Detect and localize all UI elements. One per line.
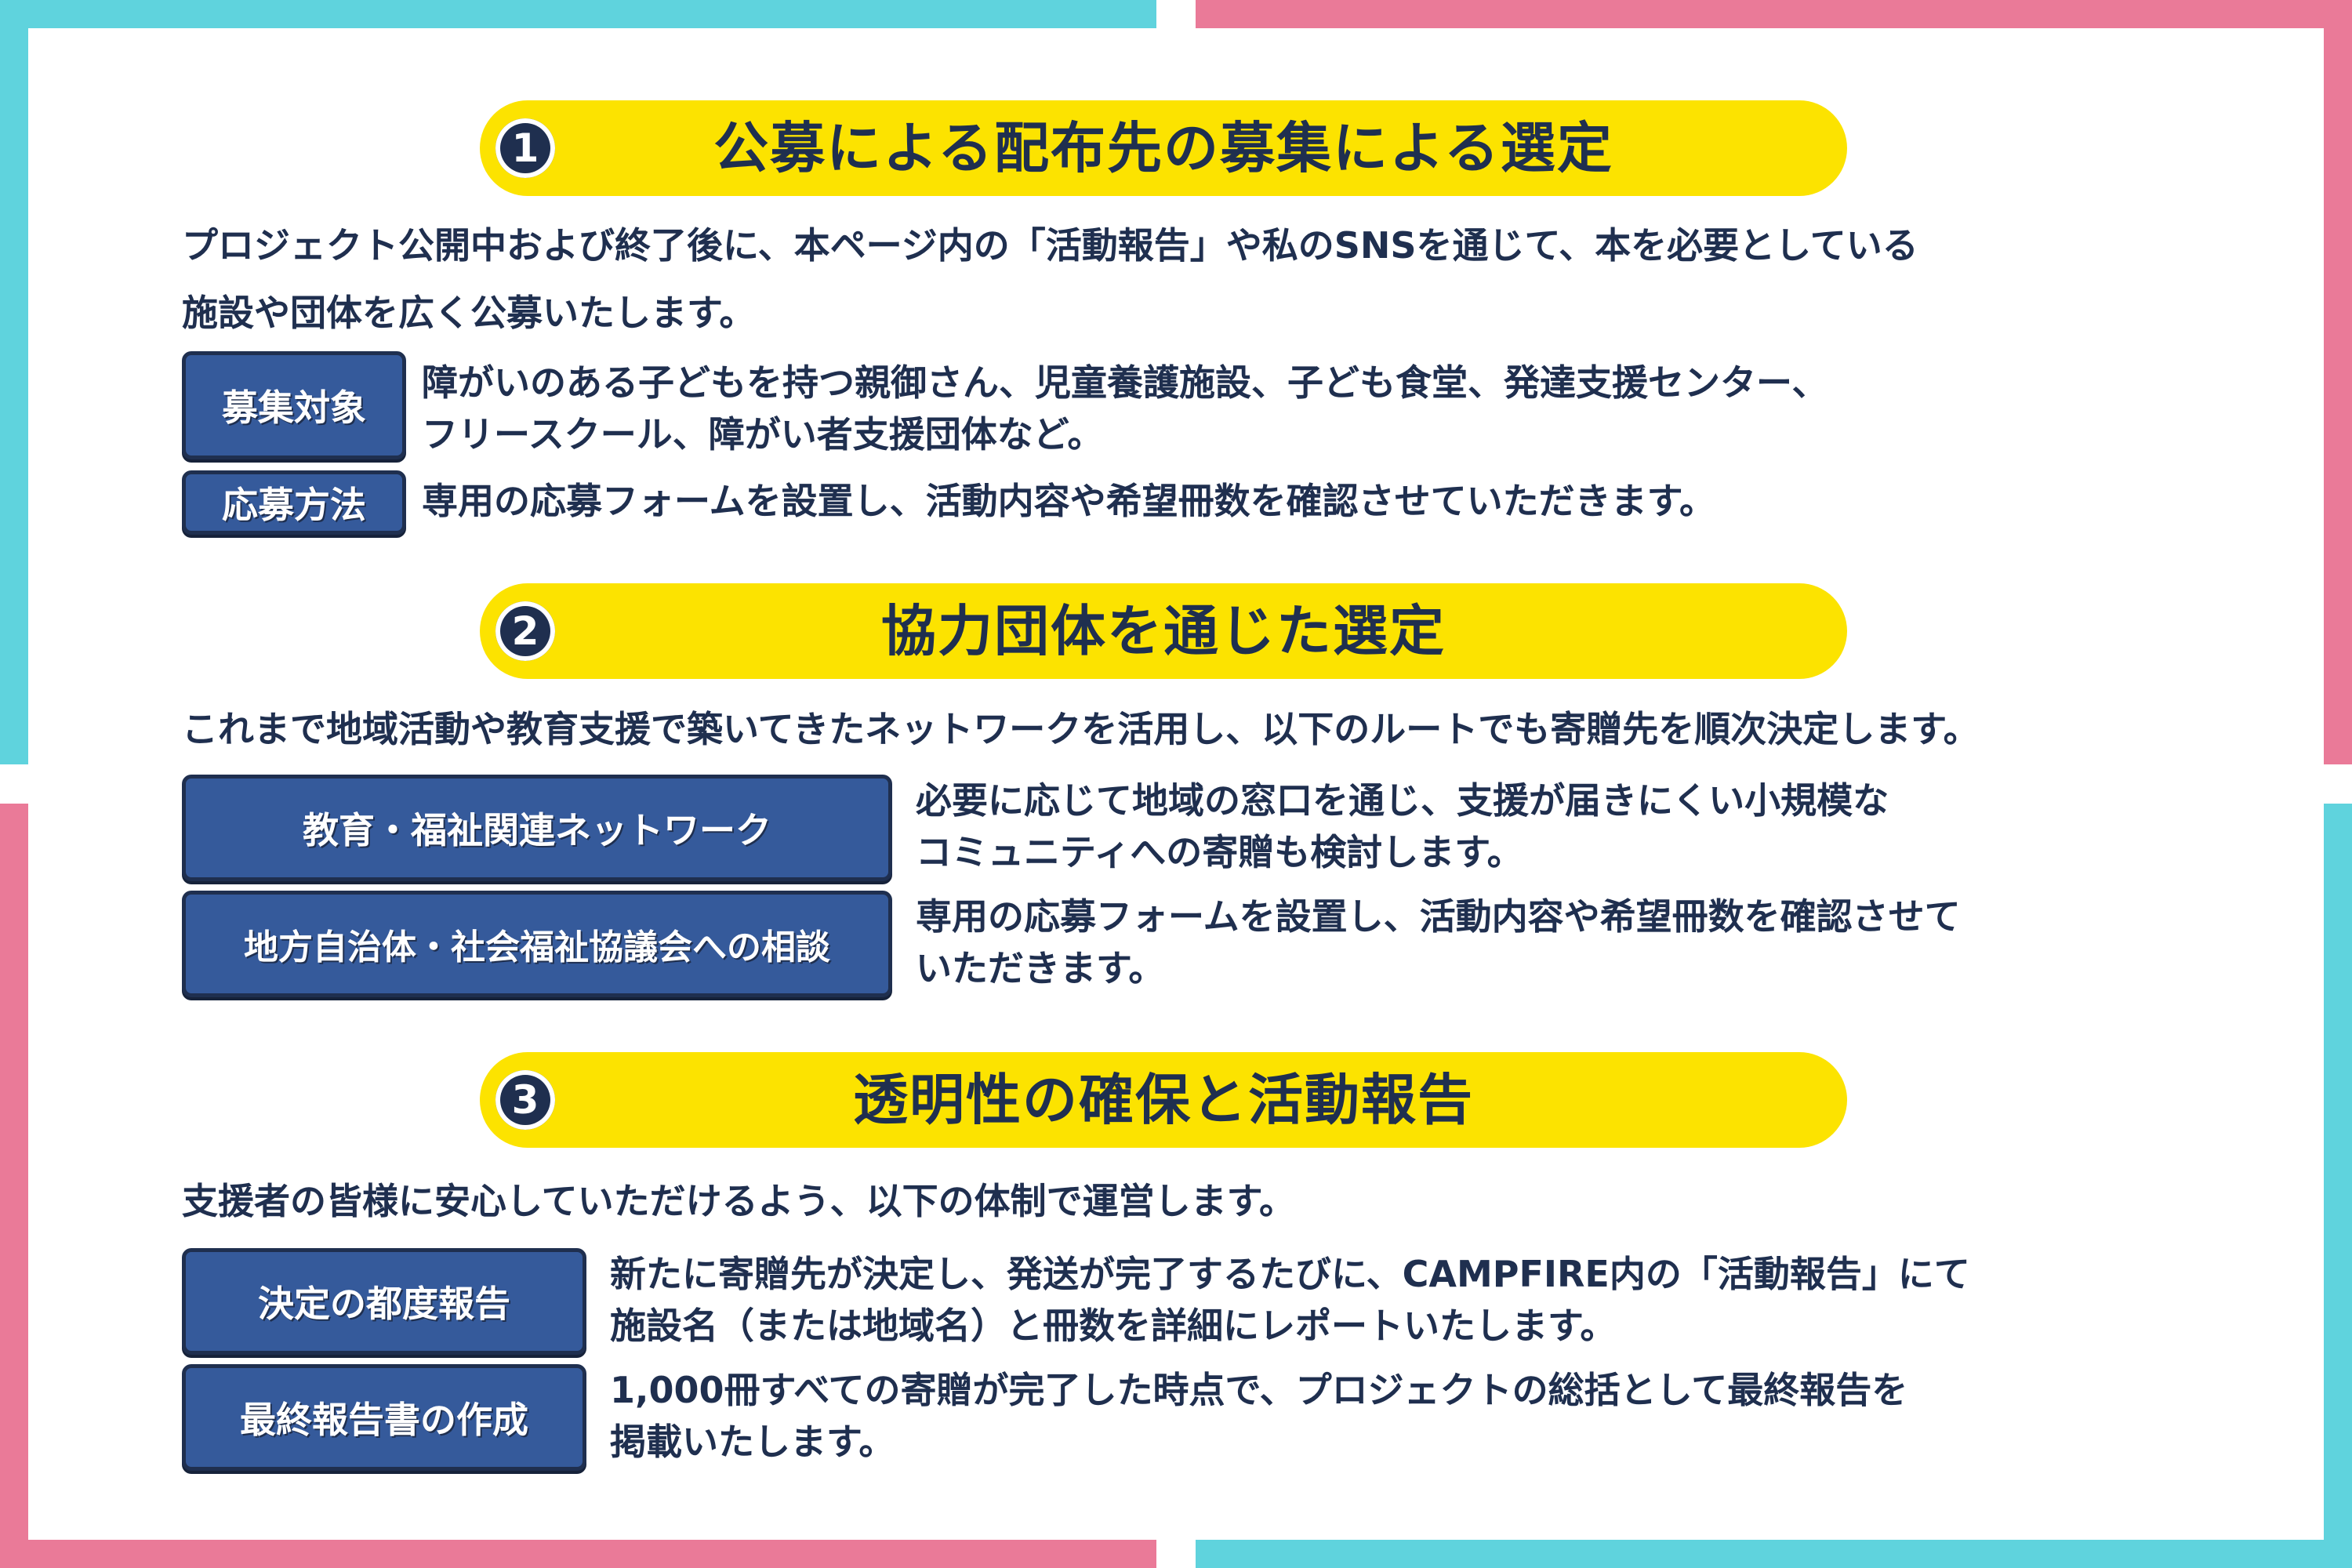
section-3-title: 透明性の確保と活動報告 — [853, 1068, 1474, 1132]
section-1-label-method: 応募方法 — [182, 470, 406, 535]
section-1-header: 1 公募による配布先の募集による選定 — [480, 100, 1847, 196]
section-2-text-consult: 専用の応募フォームを設置し、活動内容や希望冊数を確認させて いただきます。 — [916, 895, 1961, 989]
section-2-title: 協力団体を通じた選定 — [881, 599, 1446, 663]
section-2-header: 2 協力団体を通じた選定 — [480, 583, 1847, 679]
section-2-text-network: 必要に応じて地域の窓口を通じ、支援が届きにくい小規模な コミュニティへの寄贈も検… — [916, 779, 1889, 873]
section-1-title: 公募による配布先の募集による選定 — [713, 116, 1613, 180]
section-3-label-report: 決定の都度報告 — [182, 1248, 586, 1355]
section-3-text-final: 1,000冊すべての寄贈が完了した時点で、プロジェクトの総括として最終報告を 掲… — [610, 1369, 1908, 1463]
frame-bottom-right-horizontal — [1196, 1540, 2352, 1568]
section-3-label-final: 最終報告書の作成 — [182, 1364, 586, 1471]
section-3-text-report: 新たに寄贈先が決定し、発送が完了するたびに、CAMPFIRE内の「活動報告」にて… — [610, 1253, 1970, 1347]
section-1-intro: プロジェクト公開中および終了後に、本ページ内の「活動報告」や私のSNSを通じて、… — [182, 224, 1918, 334]
frame-top-left-vertical — [0, 0, 28, 764]
section-3-number-badge: 3 — [495, 1070, 555, 1130]
frame-bottom-right-vertical — [2324, 804, 2352, 1568]
section-1-number-badge: 1 — [495, 118, 555, 178]
section-2-label-consult: 地方自治体・社会福祉協議会への相談 — [182, 891, 892, 997]
section-3-intro: 支援者の皆様に安心していただけるよう、以下の体制で運営します。 — [182, 1180, 1296, 1222]
frame-bottom-left-vertical — [0, 804, 28, 1568]
section-1-text-method: 専用の応募フォームを設置し、活動内容や希望冊数を確認させていただきます。 — [422, 480, 1716, 522]
section-2-intro: これまで地域活動や教育支援で築いてきたネットワークを活用し、以下のルートでも寄贈… — [182, 708, 1980, 750]
frame-bottom-left-horizontal — [0, 1540, 1156, 1568]
section-2-label-network: 教育・福祉関連ネットワーク — [182, 775, 892, 881]
frame-top-right-vertical — [2324, 0, 2352, 764]
section-3-header: 3 透明性の確保と活動報告 — [480, 1052, 1847, 1148]
section-1-text-target: 障がいのある子どもを持つ親御さん、児童養護施設、子ども食堂、発達支援センター、 … — [422, 361, 1828, 456]
section-1-label-target: 募集対象 — [182, 351, 406, 459]
frame-top-left-horizontal — [0, 0, 1156, 28]
frame-top-right-horizontal — [1196, 0, 2352, 28]
section-2-number-badge: 2 — [495, 601, 555, 661]
